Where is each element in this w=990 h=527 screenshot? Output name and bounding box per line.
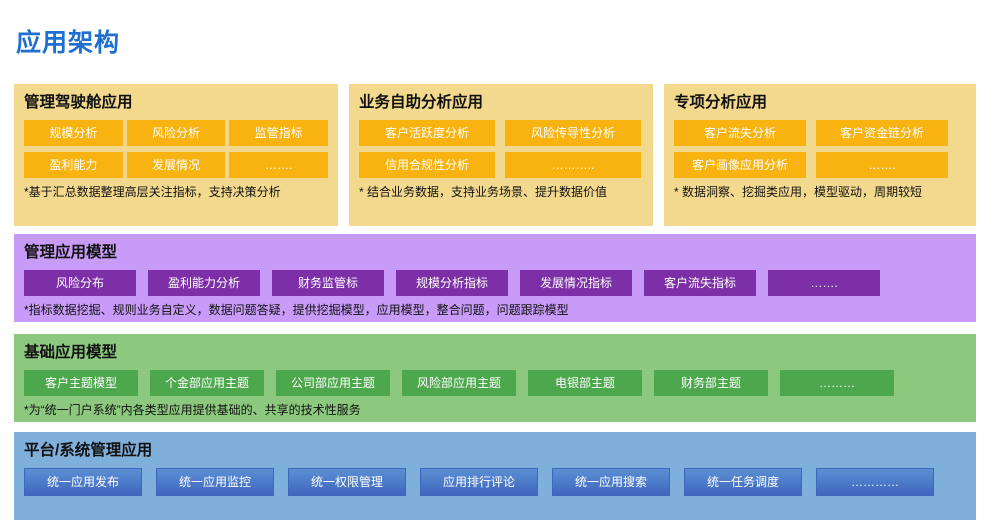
chip-risk-distribution[interactable]: 风险分布 bbox=[24, 270, 136, 296]
chip-customer-churn-indicator[interactable]: 客户流失指标 bbox=[644, 270, 756, 296]
chip-risk-transmission-analysis[interactable]: 风险传导性分析 bbox=[505, 120, 641, 146]
chip-e-banking-dept-subject[interactable]: 电银部主题 bbox=[528, 370, 642, 396]
chip-row: 客户活跃度分析 风险传导性分析 bbox=[359, 120, 643, 146]
chip-development-status-indicator[interactable]: 发展情况指标 bbox=[520, 270, 632, 296]
panel-title: 平台/系统管理应用 bbox=[24, 442, 153, 459]
chip-scale-analysis-indicator[interactable]: 规模分析指标 bbox=[396, 270, 508, 296]
chip-row: 风险分布 盈利能力分析 财务监管标 规模分析指标 发展情况指标 客户流失指标 …… bbox=[24, 270, 966, 296]
chip-app-ranking-comments[interactable]: 应用排行评论 bbox=[420, 468, 538, 496]
panel-management-cockpit: 管理驾驶舱应用 规模分析 风险分析 监管指标 盈利能力 发展情况 ……. *基于… bbox=[14, 84, 338, 226]
chip-scale-analysis[interactable]: 规模分析 bbox=[24, 120, 123, 146]
chip-customer-churn-analysis[interactable]: 客户流失分析 bbox=[674, 120, 806, 146]
chip-row: 客户画像应用分析 ……. bbox=[674, 152, 966, 178]
chip-unified-permission-management[interactable]: 统一权限管理 bbox=[288, 468, 406, 496]
panel-footnote: * 结合业务数据，支持业务场景、提升数据价值 bbox=[359, 185, 608, 199]
panel-management-application-model: 管理应用模型 风险分布 盈利能力分析 财务监管标 规模分析指标 发展情况指标 客… bbox=[14, 234, 976, 322]
chip-profitability-analysis[interactable]: 盈利能力分析 bbox=[148, 270, 260, 296]
chip-corporate-dept-subject[interactable]: 公司部应用主题 bbox=[276, 370, 390, 396]
chip-financial-regulatory-standard[interactable]: 财务监管标 bbox=[272, 270, 384, 296]
chip-unified-app-monitor[interactable]: 统一应用监控 bbox=[156, 468, 274, 496]
chip-row: 客户主题模型 个金部应用主题 公司部应用主题 风险部应用主题 电银部主题 财务部… bbox=[24, 370, 966, 396]
chip-row: 规模分析 风险分析 监管指标 bbox=[24, 120, 329, 146]
chip-unified-app-search[interactable]: 统一应用搜索 bbox=[552, 468, 670, 496]
chip-unified-task-scheduling[interactable]: 统一任务调度 bbox=[684, 468, 802, 496]
chip-more-ellipsis[interactable]: ……. bbox=[768, 270, 880, 296]
chip-personal-finance-dept-subject[interactable]: 个金部应用主题 bbox=[150, 370, 264, 396]
chip-row: 统一应用发布 统一应用监控 统一权限管理 应用排行评论 统一应用搜索 统一任务调… bbox=[24, 468, 966, 496]
panel-title: 管理应用模型 bbox=[24, 244, 118, 261]
panel-special-analysis: 专项分析应用 客户流失分析 客户资金链分析 客户画像应用分析 ……. * 数据洞… bbox=[664, 84, 976, 226]
panel-footnote: *基于汇总数据整理高层关注指标，支持决策分析 bbox=[24, 185, 281, 199]
chip-row: 客户流失分析 客户资金链分析 bbox=[674, 120, 966, 146]
chip-credit-compliance-analysis[interactable]: 信用合规性分析 bbox=[359, 152, 495, 178]
panel-platform-system-management: 平台/系统管理应用 统一应用发布 统一应用监控 统一权限管理 应用排行评论 统一… bbox=[14, 432, 976, 520]
chip-customer-profile-analysis[interactable]: 客户画像应用分析 bbox=[674, 152, 806, 178]
chip-customer-subject-model[interactable]: 客户主题模型 bbox=[24, 370, 138, 396]
panel-title: 基础应用模型 bbox=[24, 344, 118, 361]
chip-unified-app-publish[interactable]: 统一应用发布 bbox=[24, 468, 142, 496]
panel-base-application-model: 基础应用模型 客户主题模型 个金部应用主题 公司部应用主题 风险部应用主题 电银… bbox=[14, 334, 976, 422]
chip-more-ellipsis[interactable]: ……. bbox=[229, 152, 329, 178]
chip-customer-activity-analysis[interactable]: 客户活跃度分析 bbox=[359, 120, 495, 146]
chip-more-ellipsis[interactable]: ……. bbox=[816, 152, 948, 178]
panel-footnote: * 数据洞察、挖掘类应用，模型驱动，周期较短 bbox=[674, 185, 923, 199]
panel-title: 业务自助分析应用 bbox=[359, 94, 484, 111]
chip-profitability[interactable]: 盈利能力 bbox=[24, 152, 123, 178]
panel-business-self-service-analysis: 业务自助分析应用 客户活跃度分析 风险传导性分析 信用合规性分析 ……….. *… bbox=[349, 84, 653, 226]
chip-more-ellipsis[interactable]: ……….. bbox=[505, 152, 641, 178]
chip-row: 盈利能力 发展情况 ……. bbox=[24, 152, 329, 178]
chip-development-status[interactable]: 发展情况 bbox=[126, 152, 226, 178]
chip-regulatory-indicator[interactable]: 监管指标 bbox=[229, 120, 329, 146]
chip-more-ellipsis[interactable]: ……… bbox=[780, 370, 894, 396]
panel-title: 专项分析应用 bbox=[674, 94, 768, 111]
chip-row: 信用合规性分析 ……….. bbox=[359, 152, 643, 178]
panel-footnote: *为“统一门户系统”内各类型应用提供基础的、共享的技术性服务 bbox=[24, 403, 361, 417]
chip-customer-fund-chain-analysis[interactable]: 客户资金链分析 bbox=[816, 120, 948, 146]
page-title: 应用架构 bbox=[16, 29, 121, 57]
chip-finance-dept-subject[interactable]: 财务部主题 bbox=[654, 370, 768, 396]
panel-footnote: *指标数据挖掘、规则业务自定义，数据问题答疑，提供挖掘模型，应用模型，整合问题，… bbox=[24, 303, 569, 317]
chip-risk-analysis[interactable]: 风险分析 bbox=[126, 120, 226, 146]
chip-risk-dept-subject[interactable]: 风险部应用主题 bbox=[402, 370, 516, 396]
panel-title: 管理驾驶舱应用 bbox=[24, 94, 133, 111]
chip-more-ellipsis[interactable]: ………… bbox=[816, 468, 934, 496]
